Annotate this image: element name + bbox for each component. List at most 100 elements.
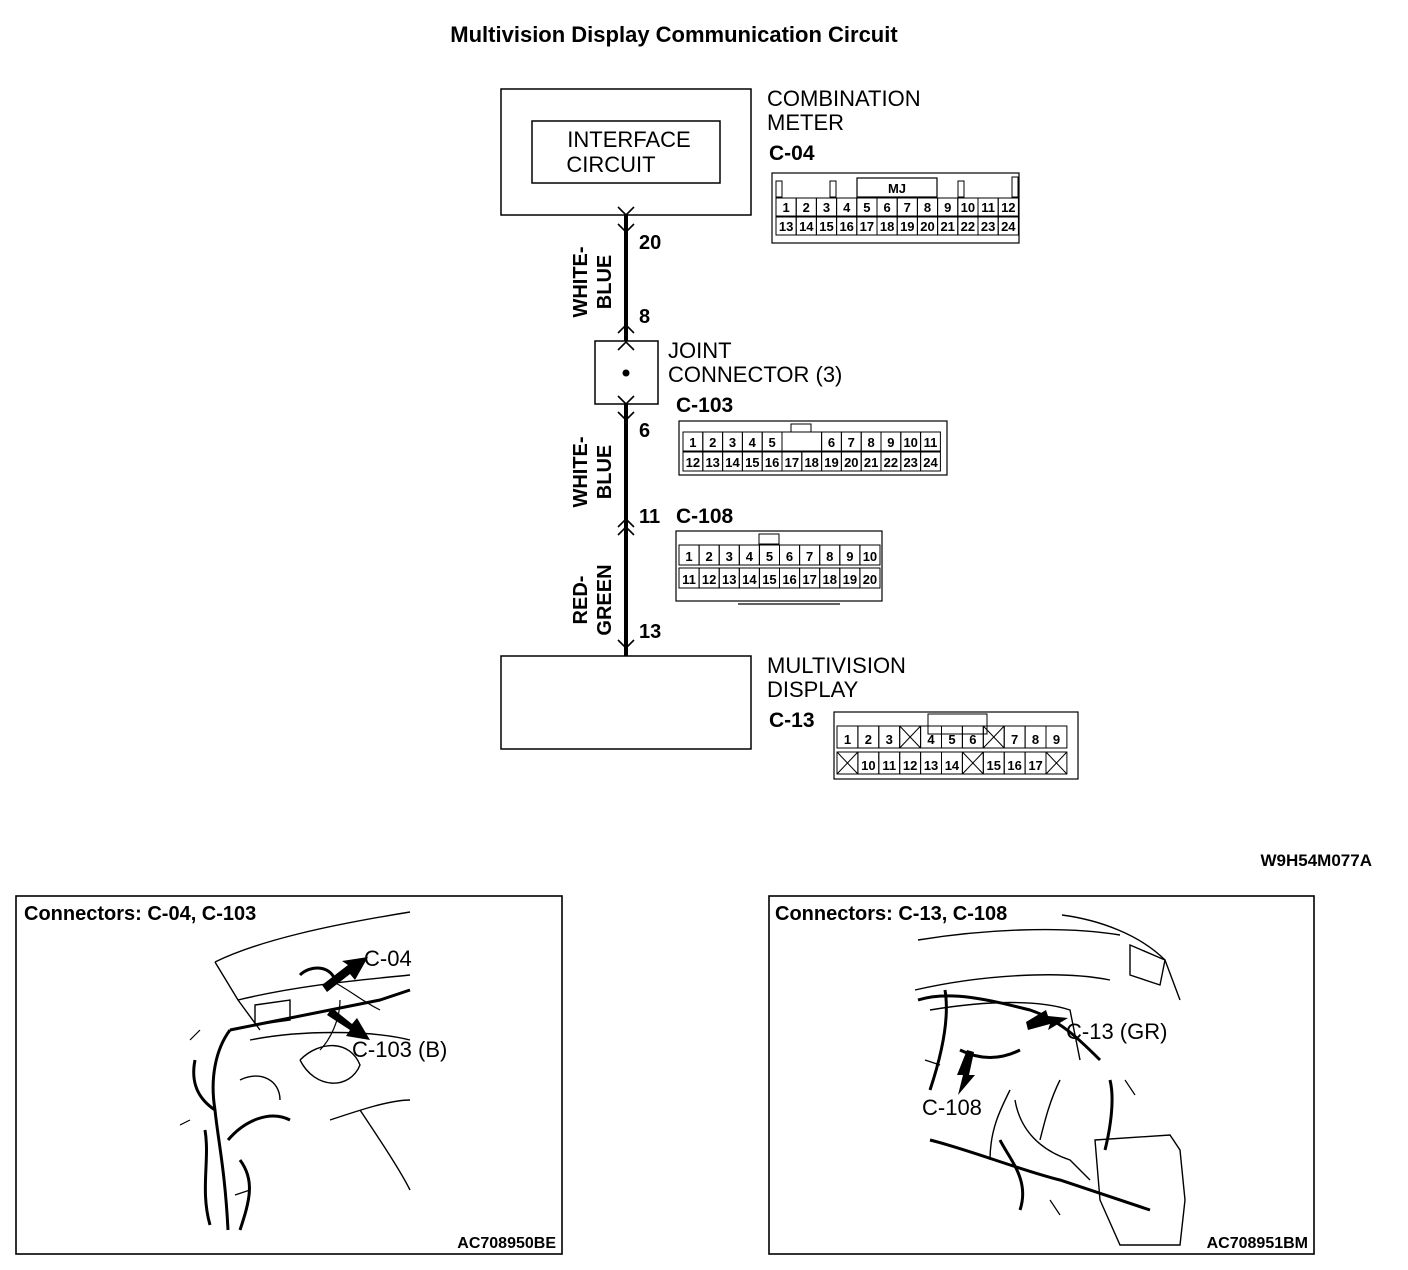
c108-pin: 16 xyxy=(782,572,796,587)
c108-pin: 13 xyxy=(722,572,736,587)
c04-pin: 6 xyxy=(883,200,890,215)
c13-pin: 7 xyxy=(1011,732,1018,747)
dashboard-illustration-right xyxy=(914,914,1186,1246)
c13-pin: 15 xyxy=(987,758,1001,773)
c04-pin: 10 xyxy=(961,200,975,215)
c103-pin: 19 xyxy=(824,455,838,470)
c103-pin: 15 xyxy=(745,455,759,470)
location-left-label-1: C-04 xyxy=(364,946,412,971)
c103-pin: 4 xyxy=(749,435,757,450)
wire-color-3-line1: RED- xyxy=(570,576,592,625)
joint-splice-dot xyxy=(622,369,630,377)
c13-pin: 13 xyxy=(924,758,938,773)
c108-pin: 7 xyxy=(806,549,813,564)
location-right-code: AC708951BM xyxy=(1207,1235,1308,1252)
c13-pin: 6 xyxy=(969,732,976,747)
arrow-icon xyxy=(957,1050,975,1095)
c108-pin: 10 xyxy=(863,549,877,564)
diagram-title: Multivision Display Communication Circui… xyxy=(450,22,898,47)
c103-pin: 7 xyxy=(848,435,855,450)
connector-id-c108: C-108 xyxy=(676,505,734,528)
unused-pin-mark xyxy=(982,725,1005,749)
location-panel-left: Connectors: C-04, C-103 xyxy=(15,895,563,1255)
c108-pin: 5 xyxy=(766,549,773,564)
location-right-label-1: C-13 (GR) xyxy=(1066,1019,1167,1044)
connector-id-c13: C-13 xyxy=(769,709,815,732)
c108-cell xyxy=(859,567,881,589)
chevron-down-icon xyxy=(617,411,635,422)
c13-pin: 5 xyxy=(948,732,955,747)
connector-id-c103: C-103 xyxy=(676,394,733,417)
chevron-up-icon xyxy=(617,323,635,334)
c04-pin: 19 xyxy=(900,219,914,234)
c04-pin: 9 xyxy=(944,200,951,215)
c13-pin: 12 xyxy=(903,758,917,773)
c13-pin: 14 xyxy=(945,758,960,773)
c04-cell xyxy=(997,197,1019,217)
harness-illustration-left xyxy=(192,966,411,1231)
c13-cell xyxy=(1045,751,1068,775)
c13-cell xyxy=(1045,725,1068,749)
arrow-icon xyxy=(1026,1010,1068,1030)
wire-color-1-line2: BLUE xyxy=(594,255,616,309)
c103-pin: 20 xyxy=(844,455,858,470)
diagram-code: W9H54M077A xyxy=(1261,851,1373,870)
harness-illustration-right xyxy=(917,989,1151,1212)
c04-cell xyxy=(997,216,1019,236)
c04-pin: 1 xyxy=(782,200,789,215)
c103-cell xyxy=(781,431,823,452)
c103-pin: 18 xyxy=(804,455,818,470)
wire-color-2-line2: BLUE xyxy=(594,445,616,499)
c108-pin: 19 xyxy=(843,572,857,587)
chevron-down-icon xyxy=(617,223,635,234)
c108-pin: 9 xyxy=(846,549,853,564)
chevron-down-icon xyxy=(617,395,635,406)
c04-pin: 8 xyxy=(924,200,931,215)
c13-pin: 9 xyxy=(1053,732,1060,747)
c13-pin: 2 xyxy=(865,732,872,747)
c108-cell xyxy=(859,544,881,566)
unused-pin-mark xyxy=(836,751,859,775)
c13-pin: 17 xyxy=(1028,758,1042,773)
c108-pin: 2 xyxy=(706,549,713,564)
chevron-up-icon xyxy=(617,525,635,536)
chevron-up-icon xyxy=(617,340,635,351)
c103-pin: 5 xyxy=(768,435,775,450)
c103-pin: 13 xyxy=(705,455,719,470)
multivision-display-name-2: DISPLAY xyxy=(767,677,859,702)
c108-pin: 15 xyxy=(762,572,776,587)
c13-pin: 11 xyxy=(882,758,896,773)
c04-pin: 4 xyxy=(843,200,851,215)
wire-color-1-line1: WHITE- xyxy=(570,246,592,317)
c04-pin: 3 xyxy=(823,200,830,215)
c04-pin: 2 xyxy=(803,200,810,215)
c108-pin: 8 xyxy=(826,549,833,564)
interface-circuit-label-2: CIRCUIT xyxy=(566,152,655,177)
c04-pin: 5 xyxy=(863,200,870,215)
c103-pin: 1 xyxy=(689,435,696,450)
location-left-label-2: C-103 (B) xyxy=(352,1037,447,1062)
joint-connector-name-2: CONNECTOR (3) xyxy=(668,362,842,387)
combination-meter-name-2: METER xyxy=(767,110,844,135)
combination-meter-name-1: COMBINATION xyxy=(767,86,921,111)
c13-pin: 10 xyxy=(861,758,875,773)
location-left-code: AC708950BE xyxy=(457,1235,556,1252)
c103-pin: 23 xyxy=(903,455,917,470)
c04-pin: 22 xyxy=(961,219,975,234)
location-left-heading: Connectors: C-04, C-103 xyxy=(24,903,256,925)
c13-pin: 1 xyxy=(844,732,851,747)
pin-number-6: 6 xyxy=(639,420,650,442)
c04-pin: 18 xyxy=(880,219,894,234)
c103-pin: 3 xyxy=(729,435,736,450)
multivision-display-name-1: MULTIVISION xyxy=(767,653,906,678)
c04-pin: 23 xyxy=(981,219,995,234)
c103-pin: 10 xyxy=(903,435,917,450)
wire-harness xyxy=(617,206,635,656)
c13-pin: 3 xyxy=(886,732,893,747)
interface-circuit-box xyxy=(531,120,721,184)
c108-pin: 17 xyxy=(802,572,816,587)
